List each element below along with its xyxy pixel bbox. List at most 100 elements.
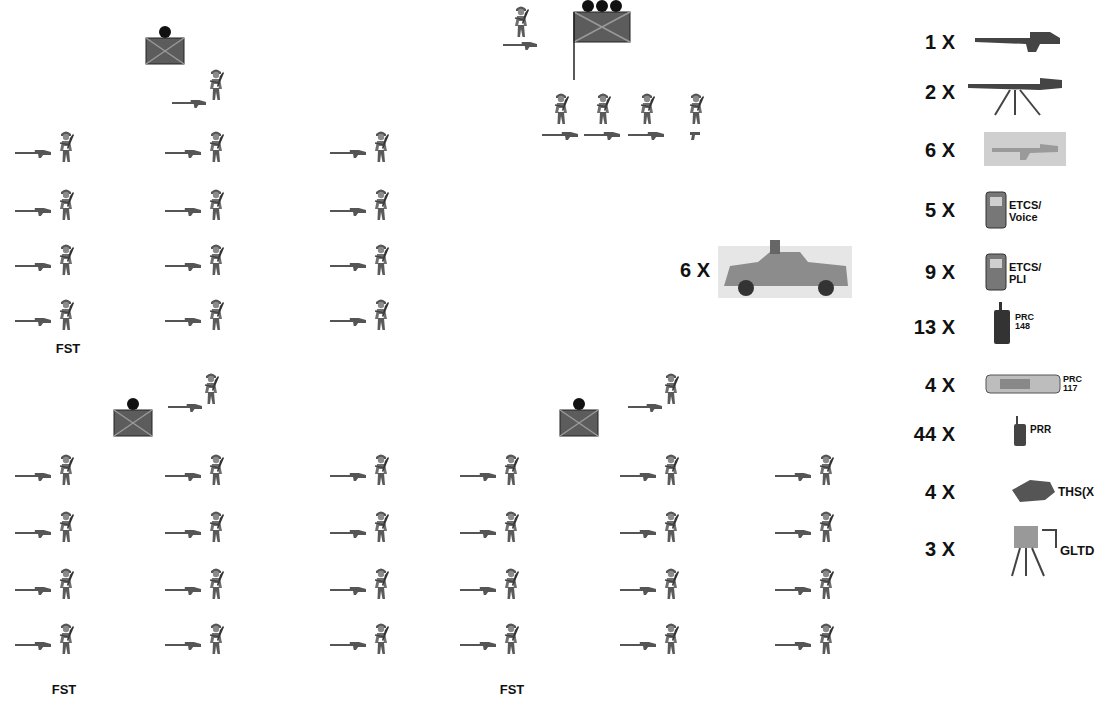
- rifle-icon: [330, 208, 366, 216]
- soldier-figure: [505, 455, 519, 486]
- quantity-label: 3 X: [925, 539, 955, 560]
- soldier-figure: [375, 569, 389, 600]
- equipment-icons: [968, 32, 1066, 576]
- rifle-icon: [620, 530, 656, 538]
- rifle-icon: [165, 530, 201, 538]
- equipment-name: PRC 148: [1015, 313, 1045, 332]
- equipment-name: ETCS/ Voice: [1009, 200, 1053, 223]
- soldier-figure: [60, 132, 74, 163]
- soldier-figure: [60, 245, 74, 276]
- quantity-label: 1 X: [925, 32, 955, 53]
- soldier-figure: [665, 569, 679, 600]
- quantity-label: 6 X: [680, 260, 710, 281]
- soldier-figure: [375, 300, 389, 331]
- rifle-icon: [542, 132, 578, 140]
- quantity-label: 2 X: [925, 82, 955, 103]
- soldier-figure: [375, 190, 389, 221]
- soldier-figure: [210, 190, 224, 221]
- equipment-name: GLTD: [1060, 544, 1094, 558]
- soldier-figure: [210, 245, 224, 276]
- team-label: FST: [500, 683, 525, 697]
- soldier-figure: [555, 94, 569, 125]
- rifle-icon: [15, 150, 51, 158]
- rifle-icon: [620, 473, 656, 481]
- rifle-icon: [165, 318, 201, 326]
- rifle-icon: [330, 530, 366, 538]
- rifle-icon: [15, 208, 51, 216]
- soldier-figure: [205, 374, 219, 405]
- rifle-icon: [628, 132, 664, 140]
- rifle-icon: [165, 587, 201, 595]
- quantity-label: 44 X: [914, 424, 955, 445]
- unit-symbol: [146, 26, 184, 64]
- soldier-figure: [665, 374, 679, 405]
- rifle-icon: [330, 473, 366, 481]
- quantity-label: 13 X: [914, 317, 955, 338]
- rifle-icon: [620, 587, 656, 595]
- rifle-icon: [330, 318, 366, 326]
- soldier-figure: [665, 455, 679, 486]
- rifle-icon: [165, 208, 201, 216]
- unit-symbol: [560, 398, 598, 436]
- soldier-figure: [597, 94, 611, 125]
- quantity-label: 5 X: [925, 200, 955, 221]
- soldier-figure: [375, 245, 389, 276]
- rifle-icon: [775, 530, 811, 538]
- unit-symbol: [574, 0, 630, 80]
- equipment-name: PRR: [1030, 425, 1051, 436]
- rifle-icon: [165, 150, 201, 158]
- soldier-figure: [60, 569, 74, 600]
- rifle-icon: [330, 150, 366, 158]
- rifle-icon: [15, 473, 51, 481]
- quantity-label: 9 X: [925, 262, 955, 283]
- soldier-figure: [505, 624, 519, 655]
- equipment-name: ETCS/ PLI: [1009, 262, 1053, 285]
- rifle-icon: [168, 404, 202, 412]
- rifle-icon: [503, 42, 537, 50]
- soldier-figure: [820, 624, 834, 655]
- soldier-figure: [210, 624, 224, 655]
- soldier-figure: [60, 512, 74, 543]
- equipment-name: PRC 117: [1063, 375, 1093, 394]
- soldier-figure: [210, 300, 224, 331]
- team-label: FST: [56, 342, 81, 356]
- soldier-figure: [210, 70, 224, 101]
- vehicle-image: [718, 240, 852, 298]
- team-label: FST: [52, 683, 77, 697]
- soldier-figure: [641, 94, 655, 125]
- rifle-icon: [330, 587, 366, 595]
- soldier-figure: [820, 455, 834, 486]
- rifle-icon: [172, 100, 206, 108]
- rifle-icon: [165, 642, 201, 650]
- soldier-figure: [505, 569, 519, 600]
- soldier-figure: [375, 512, 389, 543]
- soldier-figure: [375, 624, 389, 655]
- soldier-figure: [820, 512, 834, 543]
- rifle-icon: [15, 318, 51, 326]
- soldier-figure: [515, 7, 529, 38]
- rifle-icon: [775, 642, 811, 650]
- soldier-figure: [505, 512, 519, 543]
- rifle-icon: [460, 530, 496, 538]
- soldier-figure: [60, 455, 74, 486]
- rifle-icon: [15, 530, 51, 538]
- soldier-figure: [820, 569, 834, 600]
- soldier-figure: [60, 624, 74, 655]
- soldier-figure: [375, 455, 389, 486]
- soldier-figure: [375, 132, 389, 163]
- soldier-figure: [665, 624, 679, 655]
- unit-symbol: [114, 398, 152, 436]
- rifle-icon: [15, 642, 51, 650]
- soldier-figure: [665, 512, 679, 543]
- soldier-figure: [210, 455, 224, 486]
- soldier-figure: [690, 94, 704, 125]
- rifle-icon: [330, 642, 366, 650]
- rifle-icon: [460, 587, 496, 595]
- equipment-name: THS(X: [1058, 486, 1094, 499]
- soldier-figure: [60, 190, 74, 221]
- pistol-icon: [690, 132, 700, 140]
- rifle-icon: [620, 642, 656, 650]
- rifle-icon: [165, 473, 201, 481]
- rifle-icon: [584, 132, 620, 140]
